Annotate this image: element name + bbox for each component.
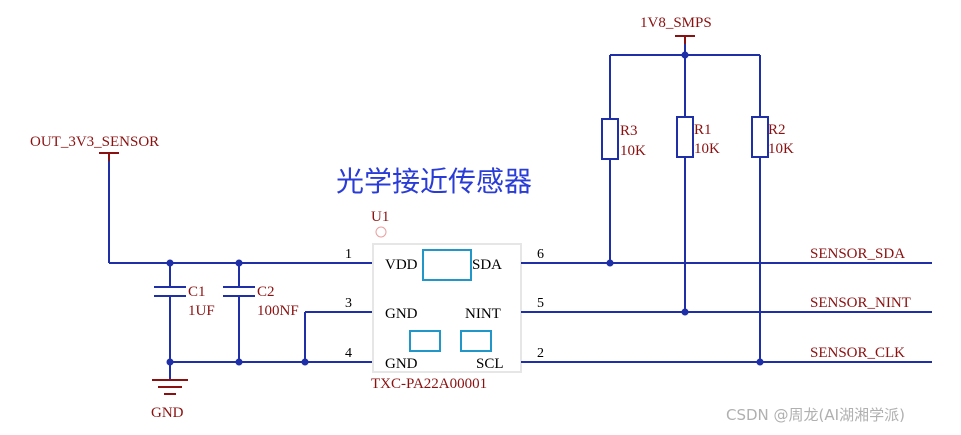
ic-pin-name-sda: SDA <box>472 257 502 273</box>
ic-pin-num-4: 4 <box>345 346 352 361</box>
resistor-r1-value: 10K <box>694 141 720 157</box>
junction-clk <box>756 358 764 366</box>
ic-u1-body <box>372 243 522 373</box>
junction-gnd-c2 <box>235 358 243 366</box>
ic-pin-name-gnd-4: GND <box>385 356 418 372</box>
resistor-r3-value: 10K <box>620 143 646 159</box>
resistor-r1-body <box>676 116 694 158</box>
net-label-sda: SENSOR_SDA <box>810 246 905 262</box>
capacitor-c2-value: 100NF <box>257 303 299 319</box>
power-3v3-label: OUT_3V3_SENSOR <box>30 134 159 150</box>
resistor-r1-ref: R1 <box>694 122 712 138</box>
ic-pin-name-nint: NINT <box>465 306 501 322</box>
junction-nint <box>681 308 689 316</box>
ic-pin-num-3: 3 <box>345 296 352 311</box>
watermark: CSDN @周龙(AI湖湘学派) <box>726 406 905 424</box>
power-1v8-label: 1V8_SMPS <box>640 15 712 31</box>
ic-pin-num-1: 1 <box>345 247 352 262</box>
ic-pin-name-scl: SCL <box>476 356 504 372</box>
ic-sensor-window <box>422 249 472 281</box>
ic-part-number: TXC-PA22A00001 <box>371 376 487 392</box>
ic-pin1-marker <box>375 226 387 238</box>
resistor-r2-value: 10K <box>768 141 794 157</box>
junction-sda <box>606 259 614 267</box>
capacitor-c2-ref: C2 <box>257 284 275 300</box>
resistor-r2-ref: R2 <box>768 122 786 138</box>
capacitor-c1-value: 1UF <box>188 303 215 319</box>
diagram-title: 光学接近传感器 <box>336 165 532 198</box>
ic-pin-num-6: 6 <box>537 247 544 262</box>
ic-designator: U1 <box>371 209 389 225</box>
net-label-clk: SENSOR_CLK <box>810 345 905 361</box>
capacitor-c1-ref: C1 <box>188 284 206 300</box>
ic-pad-left <box>409 330 441 352</box>
ground-label: GND <box>151 405 184 421</box>
resistor-r3-ref: R3 <box>620 123 638 139</box>
resistor-r2-body <box>751 116 769 158</box>
ic-pin-name-gnd-3: GND <box>385 306 418 322</box>
ic-pin-name-vdd: VDD <box>385 257 418 273</box>
ic-pin-num-5: 5 <box>537 296 544 311</box>
ic-pin-num-2: 2 <box>537 346 544 361</box>
net-label-nint: SENSOR_NINT <box>810 295 911 311</box>
ic-pad-right <box>460 330 492 352</box>
resistor-r3-body <box>601 118 619 160</box>
